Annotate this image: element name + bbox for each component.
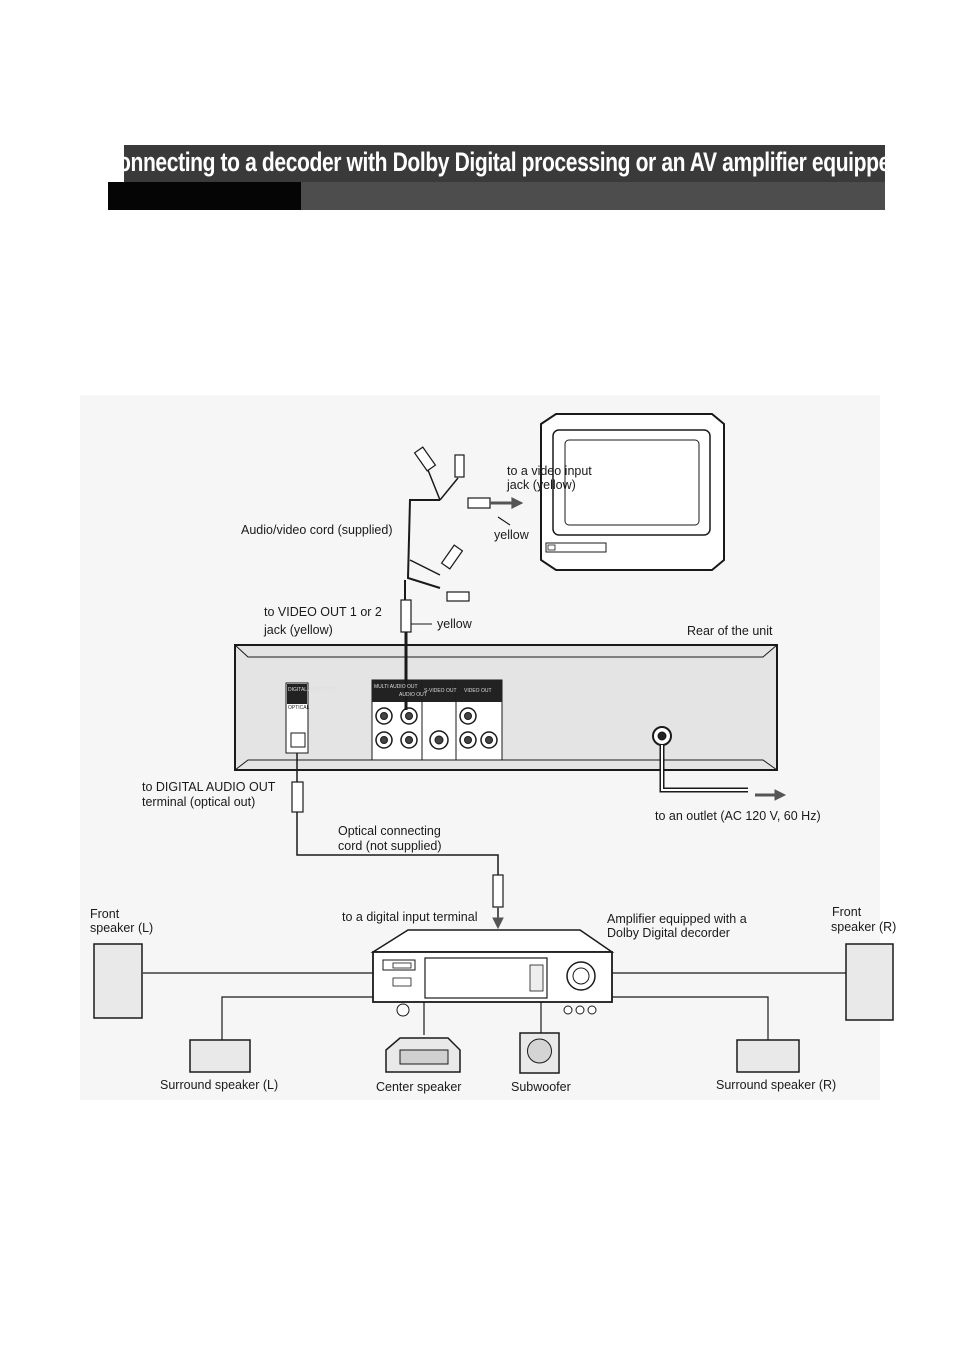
label-outlet: to an outlet (AC 120 V, 60 Hz)	[655, 809, 821, 823]
label-center: Center speaker	[376, 1080, 462, 1094]
av-cord	[400, 446, 524, 633]
optical-cord	[291, 753, 504, 930]
label-yellow-mid: yellow	[437, 617, 472, 631]
banner-lower-black-block	[108, 182, 301, 210]
panel-label-multi-audio-out: MULTI AUDIO OUT	[374, 684, 418, 690]
panel-label-s-video-out: S-VIDEO OUT	[424, 688, 457, 694]
panel-label-digital-audio-out: DIGITAL AUDIO OUT	[288, 687, 336, 693]
section-title: onnecting to a decoder with Dolby Digita…	[124, 147, 885, 177]
label-subwoofer: Subwoofer	[511, 1080, 571, 1094]
panel-label-video-out: VIDEO OUT	[464, 688, 492, 694]
front-speaker-right-icon	[845, 943, 894, 1021]
center-speaker-icon	[385, 1037, 461, 1073]
panel-label-optical: OPTICAL	[288, 705, 310, 711]
label-front-l-2: speaker (L)	[90, 921, 154, 935]
surround-speaker-right-icon	[736, 1039, 800, 1073]
power-cord	[659, 745, 787, 801]
label-amplifier-2: Dolby Digital decorder	[607, 926, 730, 940]
section-title-banner: onnecting to a decoder with Dolby Digita…	[124, 145, 885, 182]
label-front-r-2: speaker (R)	[831, 920, 897, 934]
label-front-r-1: Front	[832, 905, 862, 919]
label-digital-input: to a digital input terminal	[342, 910, 478, 924]
amplifier-illustration	[370, 929, 615, 1017]
label-front-l-1: Front	[90, 907, 120, 921]
label-digital-audio-out-2: terminal (optical out)	[142, 795, 256, 809]
speaker-wires	[143, 972, 846, 1040]
label-rear-of-unit: Rear of the unit	[687, 624, 773, 638]
label-optical-cord-2: cord (not supplied)	[338, 839, 442, 853]
label-video-input-jack: jack (yellow)	[507, 478, 576, 492]
tv-illustration	[540, 413, 725, 571]
surround-speaker-left-icon	[189, 1039, 251, 1073]
label-yellow-top: yellow	[494, 528, 529, 542]
panel-label-audio-out: AUDIO OUT	[399, 692, 427, 698]
label-optical-cord-1: Optical connecting	[338, 824, 441, 838]
label-surround-r: Surround speaker (R)	[716, 1078, 837, 1092]
label-video-out-1: to VIDEO OUT 1 or 2	[264, 605, 382, 619]
label-av-cord: Audio/video cord (supplied)	[241, 523, 393, 537]
subwoofer-icon	[519, 1032, 560, 1074]
label-video-input: to a video input	[507, 464, 592, 478]
label-amplifier-1: Amplifier equipped with a	[607, 912, 747, 926]
front-speaker-left-icon	[93, 943, 143, 1019]
label-digital-audio-out-1: to DIGITAL AUDIO OUT	[142, 780, 276, 794]
unit-rear-panel	[234, 632, 778, 771]
label-video-out-2: jack (yellow)	[264, 623, 333, 637]
label-surround-l: Surround speaker (L)	[160, 1078, 279, 1092]
